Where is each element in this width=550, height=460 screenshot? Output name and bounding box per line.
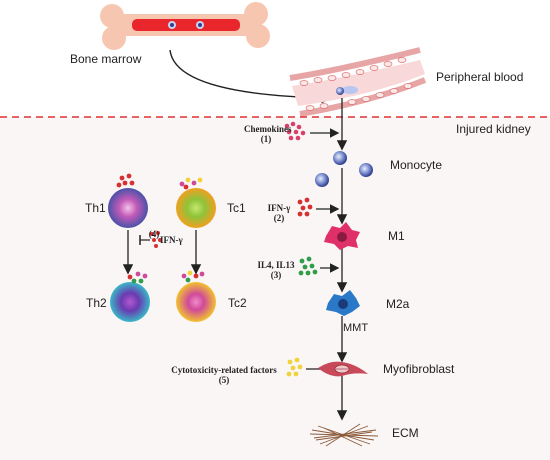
mmt-label: MMT [343, 322, 369, 334]
ifn-m1-dots [297, 197, 313, 217]
chemokines-number: (1) [260, 134, 272, 144]
ecm-label: ECM [392, 426, 419, 440]
monocyte-label: Monocyte [390, 158, 443, 172]
il-label: IL4, IL13 (3) [254, 260, 298, 280]
ifn-t-text: IFN-γ [160, 235, 183, 245]
th1-label: Th1 [85, 201, 106, 215]
injured-kidney-region [0, 117, 550, 460]
ifn-m1-number: (2) [273, 213, 285, 223]
th2-label: Th2 [86, 296, 107, 310]
tc1-cell [176, 177, 216, 228]
il-number: (3) [270, 270, 282, 280]
tc2-cell [176, 270, 216, 322]
m1-cell [324, 222, 360, 250]
ifn-m1-text: IFN-γ [267, 203, 291, 213]
m2a-label: M2a [386, 297, 410, 311]
cytotoxic-text: Cytotoxicity-related factors [171, 365, 277, 375]
cytotoxic-number: (5) [218, 375, 230, 385]
myofibroblast-label: Myofibroblast [383, 362, 455, 376]
m2a-cell [326, 290, 360, 316]
chemokines-label: Chemokines (1) [244, 124, 292, 144]
cytotoxic-label: Cytotoxicity-related factors (5) [164, 365, 284, 385]
m1-label: M1 [388, 229, 405, 243]
chemokines-text: Chemokines [244, 124, 292, 134]
ecm-fibers [309, 423, 379, 447]
tc2-label: Tc2 [228, 296, 247, 310]
bone-illustration [100, 2, 270, 50]
th1-cell [108, 173, 148, 228]
ifn-m1-label: IFN-γ (2) [264, 203, 294, 223]
il-text: IL4, IL13 [257, 260, 295, 270]
tc1-label: Tc1 [227, 201, 246, 215]
th2-cell [110, 271, 150, 322]
monocyte-cells [315, 151, 373, 187]
myofibroblast-cell [318, 361, 368, 377]
cytotoxic-dots [286, 357, 303, 377]
ifn-t-dots [150, 231, 162, 248]
chemokine-dots [284, 121, 306, 141]
ifn-t-inhibit-line [139, 235, 150, 245]
ifn-t-number: (4) [148, 229, 160, 239]
peripheral-blood-label: Peripheral blood [436, 70, 524, 84]
bone-marrow-label: Bone marrow [70, 52, 142, 66]
blood-vessel-illustration [289, 47, 427, 117]
il-dots [298, 256, 318, 276]
injured-kidney-label: Injured kidney [456, 122, 531, 136]
